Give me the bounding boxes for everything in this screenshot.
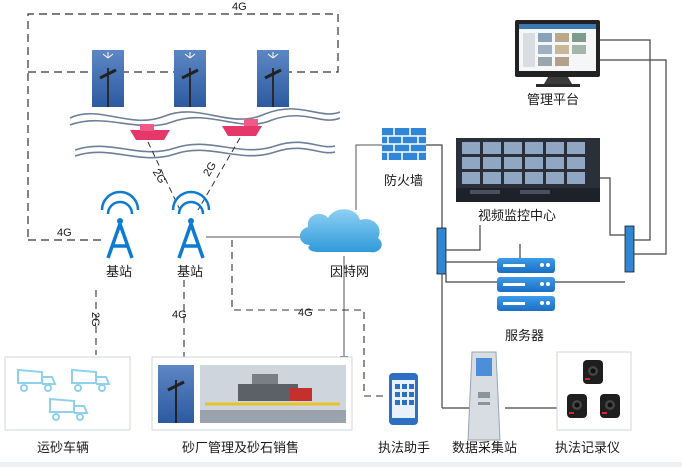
phone-icon	[389, 373, 418, 425]
river-camera-2	[174, 50, 206, 107]
internet-right-link-label: 4G	[298, 307, 313, 319]
base-station-2-icon	[171, 190, 211, 259]
firewall-switch-link	[426, 144, 443, 228]
recorder-label: 执法记录仪	[555, 441, 620, 456]
boat-left-link-label: 2G	[150, 167, 168, 186]
firewall-label: 防火墙	[384, 173, 423, 189]
firewall-icon	[382, 128, 426, 160]
river-waves	[69, 108, 341, 159]
data-station-label: 数据采集站	[452, 440, 517, 456]
base-station-1-label: 基站	[106, 265, 132, 280]
internet-label: 因特网	[330, 265, 369, 280]
river-camera-3	[257, 50, 289, 107]
video-center-label: 视频监控中心	[478, 209, 556, 224]
trucks-label: 运砂车辆	[37, 440, 89, 456]
mgmt-platform-label: 管理平台	[527, 93, 579, 108]
sand-plant-label: 砂厂管理及砂石销售	[182, 440, 299, 456]
video-wall-icon	[456, 138, 600, 202]
lan-wiring	[441, 39, 667, 409]
left-link-label: 4G	[57, 227, 72, 239]
recorder-panel	[556, 351, 632, 431]
sand-boat-2	[222, 119, 262, 136]
truck-panel	[4, 356, 131, 431]
plant-link-label: 4G	[172, 309, 187, 321]
boat-right-link-label: 2G	[201, 160, 219, 179]
internet-cloud-icon	[299, 209, 382, 253]
river-camera-1	[92, 50, 124, 107]
server-icon	[497, 258, 555, 311]
server-label: 服务器	[505, 328, 544, 344]
truck-link-label: 2G	[89, 312, 101, 327]
boat-2g-links	[147, 137, 241, 211]
base-station-2-label: 基站	[177, 265, 203, 280]
internet-firewall-link	[355, 144, 382, 210]
sand-plant-panel	[151, 356, 353, 431]
truck-icons	[17, 368, 111, 421]
body-camera-icons	[567, 360, 620, 418]
data-station-icon	[467, 351, 501, 441]
lower-4g-links	[95, 240, 384, 397]
top-link-label: 4G	[232, 1, 247, 13]
switch-left	[436, 227, 447, 275]
monitor-icon	[515, 20, 600, 87]
switch-right	[624, 225, 635, 273]
sand-boat-1	[130, 124, 170, 140]
bottom-strip	[0, 462, 682, 467]
enforcement-assistant-label: 执法助手	[378, 441, 430, 456]
base-station-1-icon	[100, 190, 140, 259]
